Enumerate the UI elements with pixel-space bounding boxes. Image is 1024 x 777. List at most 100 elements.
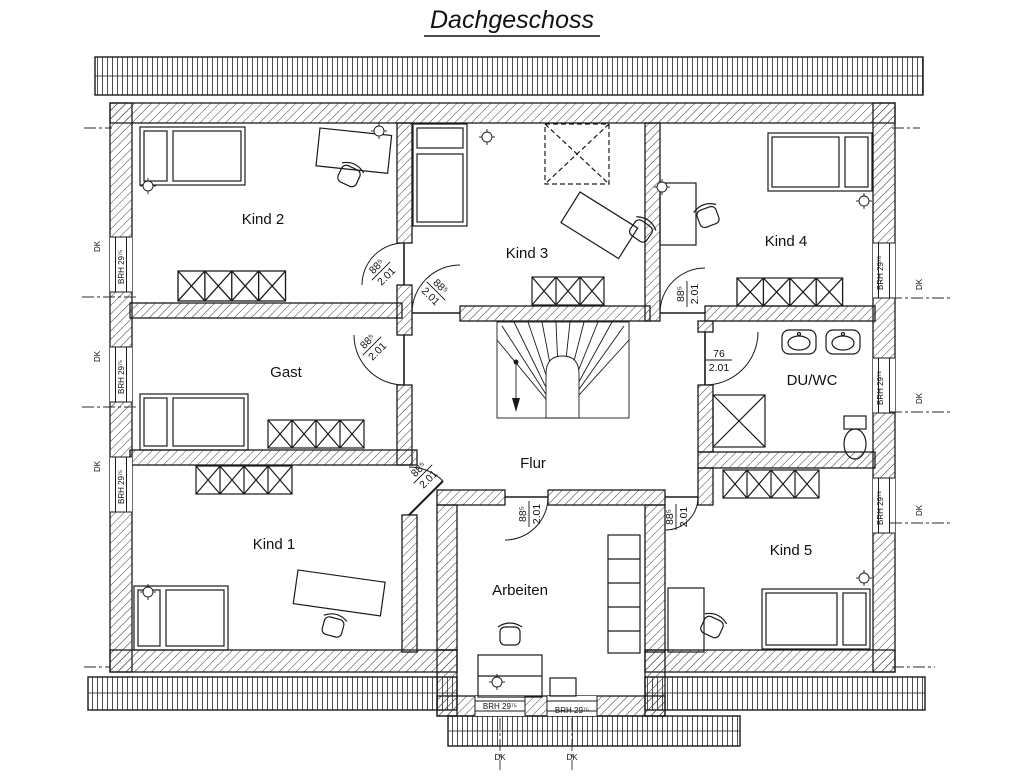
roof-edge-hatch xyxy=(87,56,926,747)
room-labels: Kind 2 Kind 3 Kind 4 Gast DU/WC Flur Kin… xyxy=(242,211,838,599)
light-icon xyxy=(478,128,496,146)
sill-height-label: BRH 29⁷⁵ xyxy=(117,360,126,394)
wall-kind5-west xyxy=(644,504,666,653)
kind5-door xyxy=(664,496,699,531)
sill-height-label: BRH 29⁷⁵ xyxy=(117,470,126,504)
kind4-door-size-label: 88⁵ 2.01 xyxy=(675,281,701,307)
wall-gast-kind1 xyxy=(129,449,418,466)
sill-height-label: BRH 29⁷⁵ xyxy=(876,256,885,290)
kind3-door-size-label: 88⁵ 2.01 xyxy=(419,277,450,308)
duwc-door-size-label: 76 2.01 xyxy=(706,348,732,374)
sill-height-label: BRH 29⁷⁵ xyxy=(555,706,589,715)
wall-outer-bottom-left xyxy=(109,649,458,673)
wall-hall-junction xyxy=(396,284,413,336)
roof-window-label: DK xyxy=(915,504,924,516)
wall-kind1-east xyxy=(401,514,418,653)
stairs-icon xyxy=(496,321,630,419)
roof-window-label: DK xyxy=(93,460,102,472)
kind5-door-size-label: 88⁵ 2.01 xyxy=(664,504,690,530)
window xyxy=(110,346,132,403)
arbeiten-door-size-label: 88⁵ 2.01 xyxy=(517,501,543,527)
svg-text:2.01: 2.01 xyxy=(689,284,701,305)
window xyxy=(110,456,132,513)
window xyxy=(873,477,895,534)
desk-icon xyxy=(315,127,393,174)
sink-icon xyxy=(825,329,861,355)
room-label-kind2: Kind 2 xyxy=(242,211,285,228)
window xyxy=(546,696,598,716)
wardrobe-icon xyxy=(195,465,293,495)
stair-direction-arrow xyxy=(512,359,520,412)
wall-kind2-kind3 xyxy=(396,122,413,244)
chair-icon xyxy=(497,622,523,646)
bed-icon xyxy=(139,126,246,186)
desk-icon xyxy=(659,182,697,246)
sill-height-label: BRH 29⁷⁵ xyxy=(876,371,885,405)
room-label-kind1: Kind 1 xyxy=(253,536,296,553)
light-icon xyxy=(370,122,388,140)
room-label-kind5: Kind 5 xyxy=(770,542,813,559)
roof-window-label: DK xyxy=(915,392,924,404)
sill-annotations: BRH 29⁷⁵ BRH 29⁷⁵ BRH 29⁷⁵ BRH 29⁷⁵ BRH … xyxy=(93,240,924,762)
roof-window-dashed-outline xyxy=(544,123,610,185)
wall-kind5-corner xyxy=(697,467,714,506)
chair-icon xyxy=(318,610,349,640)
furniture xyxy=(133,123,873,698)
page-title: Dachgeschoss xyxy=(430,6,594,34)
kind2-door-size-label: 88⁵ 2.01 xyxy=(367,257,398,288)
sill-height-label: BRH 29⁷⁵ xyxy=(117,250,126,284)
sill-height-label: BRH 29⁷⁵ xyxy=(483,702,517,711)
window xyxy=(873,357,895,414)
wall-kind3-flur xyxy=(459,305,651,322)
sink-icon xyxy=(781,329,817,355)
toilet-icon xyxy=(843,415,867,460)
wall-duwc-kind5 xyxy=(697,451,876,469)
chair-icon xyxy=(333,158,366,190)
wall-kind3-kind4 xyxy=(644,122,661,322)
light-icon xyxy=(139,177,157,195)
room-label-kind4: Kind 4 xyxy=(765,233,808,250)
light-icon xyxy=(855,569,873,587)
wardrobe-icon xyxy=(177,270,287,302)
kind2-door xyxy=(361,242,405,286)
roof-window-label: DK xyxy=(93,350,102,362)
wall-kind2-gast xyxy=(129,302,403,319)
shelf-icon xyxy=(607,534,641,654)
svg-text:88⁵: 88⁵ xyxy=(664,509,676,525)
svg-text:2.01: 2.01 xyxy=(709,362,730,374)
wall-outer-top xyxy=(109,102,896,124)
wall-duwc-west xyxy=(697,384,714,453)
kind4-door xyxy=(659,267,706,314)
wardrobe-icon xyxy=(736,277,844,307)
sill-height-label: BRH 29⁷⁵ xyxy=(876,491,885,525)
room-label-kind3: Kind 3 xyxy=(506,245,549,262)
shower-icon xyxy=(712,394,766,448)
wall-outer-bottom-right xyxy=(644,649,896,673)
light-icon xyxy=(855,192,873,210)
svg-text:2.01: 2.01 xyxy=(678,507,690,528)
wall-arbeiten-top-west xyxy=(436,489,506,506)
roof-window-label: DK xyxy=(915,278,924,290)
roof-window-label: DK xyxy=(93,240,102,252)
arbeiten-door xyxy=(504,496,549,541)
bed-icon xyxy=(139,393,249,451)
desk-icon xyxy=(560,191,639,260)
room-label-duwc: DU/WC xyxy=(787,372,838,389)
wall-kind4-duwc xyxy=(704,305,876,322)
svg-text:76: 76 xyxy=(713,348,725,360)
wall-arbeiten-top-east xyxy=(547,489,666,506)
window xyxy=(474,696,526,716)
doors xyxy=(353,242,759,541)
window xyxy=(110,236,132,293)
room-label-gast: Gast xyxy=(270,364,303,381)
desk-icon xyxy=(667,587,705,653)
gast-door xyxy=(353,334,405,386)
bed-icon xyxy=(767,132,873,192)
wall-arbeiten-west xyxy=(436,504,458,651)
roof-window-label: DK xyxy=(494,753,506,762)
bed-icon xyxy=(412,123,468,227)
wardrobe-icon xyxy=(267,419,365,449)
svg-text:88⁵: 88⁵ xyxy=(517,506,529,522)
